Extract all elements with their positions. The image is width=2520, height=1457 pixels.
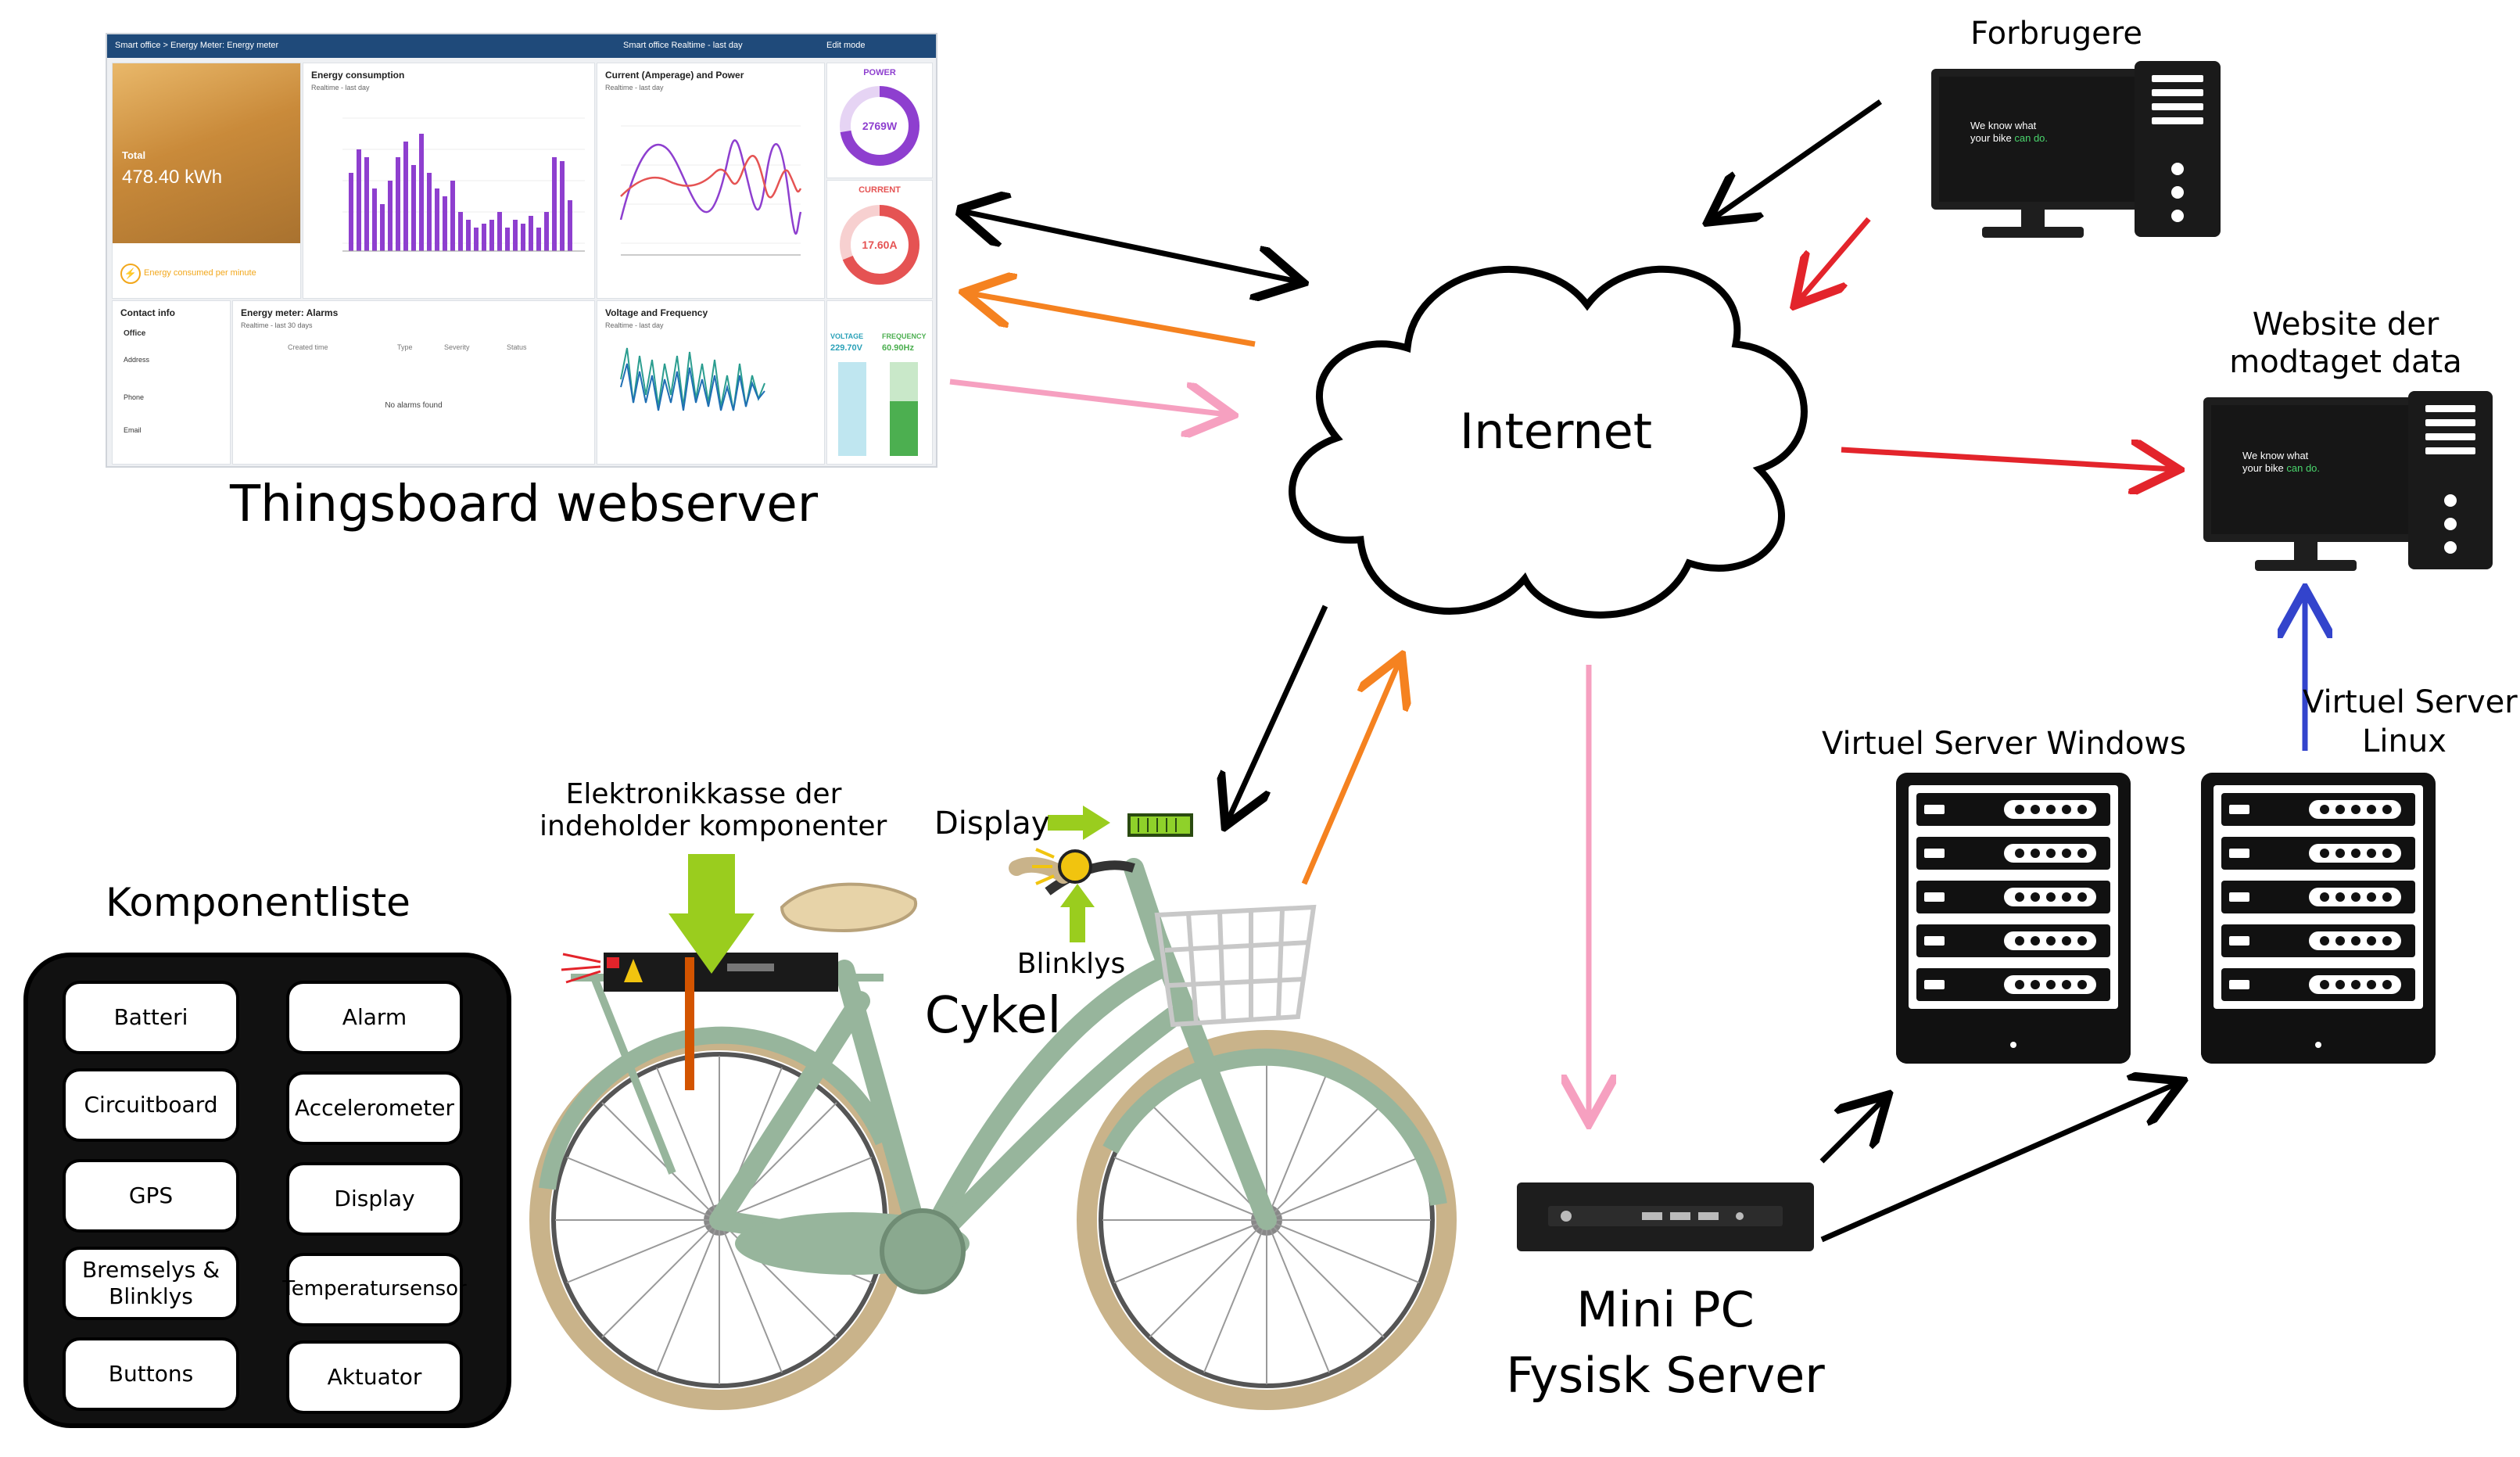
- component-item: Batteri: [63, 981, 239, 1054]
- consumer-monitor-stand: [1982, 227, 2084, 238]
- current-gauge: [840, 205, 919, 285]
- current-power-subtitle: Realtime - last day: [605, 84, 664, 92]
- consumer-tower: [2135, 61, 2221, 237]
- elektronik-label-line2: indeholder komponenter: [539, 810, 887, 842]
- consumer-screen-line2: your bike can do.: [1970, 132, 2049, 144]
- alarms-col-created: Created time: [288, 343, 328, 351]
- down-arrow-electronics: [669, 854, 755, 974]
- internet-cloud: [1289, 265, 1808, 619]
- current-power-line-chart: [619, 125, 802, 256]
- voltage-frequency-panel: Voltage and Frequency Realtime - last da…: [597, 300, 825, 465]
- component-item: Temperatursensor: [282, 1253, 467, 1326]
- virtuel-linux-label-line2: Linux: [2362, 723, 2447, 759]
- consumer-screen-line1: We know what: [1970, 120, 2037, 131]
- contact-info-panel: Contact info Office Address Phone Email: [112, 300, 231, 465]
- alarms-panel: Energy meter: Alarms Realtime - last 30 …: [232, 300, 595, 465]
- alarms-col-type: Type: [397, 343, 413, 351]
- display-label: Display: [934, 806, 1050, 842]
- minipc-label-line1: Mini PC: [1576, 1281, 1755, 1338]
- cykel-label: Cykel: [924, 987, 1062, 1045]
- phone-label: Phone: [124, 393, 145, 401]
- voltage-frequency-title: Voltage and Frequency: [605, 307, 708, 318]
- mini-pc-device: [1517, 1182, 1814, 1251]
- current-power-panel: Current (Amperage) and Power Realtime - …: [597, 63, 825, 299]
- komponentliste-label: Komponentliste: [106, 880, 410, 925]
- blinklys-label: Blinklys: [1016, 948, 1126, 980]
- current-value: 17.60A: [862, 239, 898, 251]
- voltage-value: 229.70V: [830, 343, 862, 353]
- current-label: CURRENT: [859, 185, 901, 195]
- component-item: Circuitboard: [63, 1068, 239, 1142]
- energy-consumption-subtitle: Realtime - last day: [311, 84, 370, 92]
- address-label: Address: [124, 356, 150, 364]
- contact-info-title: Contact info: [120, 307, 175, 318]
- energy-consumption-panel: Energy consumption Realtime - last day: [303, 63, 595, 299]
- component-item: Aktuator: [286, 1340, 463, 1414]
- total-label: Total: [122, 149, 146, 161]
- component-item: Alarm: [286, 981, 463, 1054]
- office-label: Office: [124, 329, 146, 338]
- virtuel-linux-label-line1: Virtuel Server: [2303, 684, 2518, 720]
- power-gauge-panel: POWER 2769W: [826, 63, 933, 178]
- component-item: GPS: [63, 1159, 239, 1233]
- dashboard-breadcrumb: Smart office > Energy Meter: Energy mete…: [115, 41, 279, 50]
- email-label: Email: [124, 426, 142, 434]
- thingsboard-label: Thingsboard webserver: [229, 475, 819, 533]
- alarms-col-status: Status: [507, 343, 527, 351]
- component-item: Buttons: [63, 1337, 239, 1411]
- current-gauge-panel: CURRENT 17.60A: [826, 180, 933, 299]
- dashboard-topbar: Smart office > Energy Meter: Energy mete…: [107, 34, 936, 58]
- thingsboard-dashboard-screenshot: Smart office > Energy Meter: Energy mete…: [106, 33, 937, 468]
- website-monitor-stand: [2255, 560, 2357, 571]
- website-label-line2: modtaget data: [2229, 344, 2462, 380]
- frequency-bar: [890, 362, 918, 456]
- virtuel-windows-label: Virtuel Server Windows: [1822, 726, 2186, 762]
- energy-consumed-note: Energy consumed per minute: [144, 268, 256, 278]
- bike-display: [1127, 813, 1193, 837]
- energy-bar-chart: [342, 117, 585, 252]
- voltage-bar: [838, 362, 866, 456]
- current-power-title: Current (Amperage) and Power: [605, 70, 744, 81]
- linux-server-rack: [2201, 773, 2436, 1064]
- website-screen-line1: We know what: [2242, 450, 2309, 461]
- up-arrow-blinklys: [1060, 884, 1095, 942]
- voltage-frequency-line-chart: [620, 347, 765, 411]
- website-label-line1: Website der: [2252, 307, 2439, 343]
- alarms-col-severity: Severity: [444, 343, 470, 351]
- website-screen-line2: your bike can do.: [2242, 462, 2321, 474]
- lightning-icon: ⚡: [120, 264, 141, 284]
- frequency-label: FREQUENCY: [882, 332, 927, 340]
- component-list-box: Batteri Alarm Circuitboard Accelerometer…: [23, 953, 511, 1428]
- edit-mode-button: Edit mode: [826, 41, 866, 50]
- windows-server-rack: [1896, 773, 2131, 1064]
- component-item: Accelerometer: [286, 1071, 463, 1145]
- dashboard-timewindow: Smart office Realtime - last day: [623, 41, 743, 50]
- power-label: POWER: [863, 68, 896, 77]
- forbrugere-label: Forbrugere: [1970, 16, 2142, 52]
- voltage-frequency-bars-panel: VOLTAGE 229.70V FREQUENCY 60.90Hz: [826, 300, 933, 465]
- right-arrow-display: [1048, 806, 1110, 840]
- elektronik-label-line1: Elektronikkasse der: [565, 778, 842, 810]
- voltage-frequency-subtitle: Realtime - last day: [605, 321, 664, 329]
- total-value: 478.40 kWh: [122, 167, 223, 188]
- component-item: Display: [286, 1162, 463, 1236]
- no-alarms-message: No alarms found: [385, 401, 443, 410]
- power-gauge: [840, 86, 919, 166]
- voltage-label: VOLTAGE: [830, 332, 864, 340]
- blinklys-light: [1058, 849, 1092, 884]
- alarms-title: Energy meter: Alarms: [241, 307, 339, 318]
- total-energy-panel: Total 478.40 kWh ⚡ Energy consumed per m…: [112, 63, 301, 299]
- wind-turbine-image: [113, 63, 300, 243]
- energy-consumption-title: Energy consumption: [311, 70, 405, 81]
- minipc-label-line2: Fysisk Server: [1506, 1347, 1825, 1404]
- component-item: Bremselys & Blinklys: [63, 1247, 239, 1320]
- power-value: 2769W: [862, 120, 898, 132]
- bicycle-illustration: [529, 813, 1457, 1410]
- internet-label: Internet: [1459, 403, 1653, 460]
- frequency-value: 60.90Hz: [882, 343, 914, 353]
- alarms-subtitle: Realtime - last 30 days: [241, 321, 313, 329]
- website-tower: [2408, 391, 2493, 569]
